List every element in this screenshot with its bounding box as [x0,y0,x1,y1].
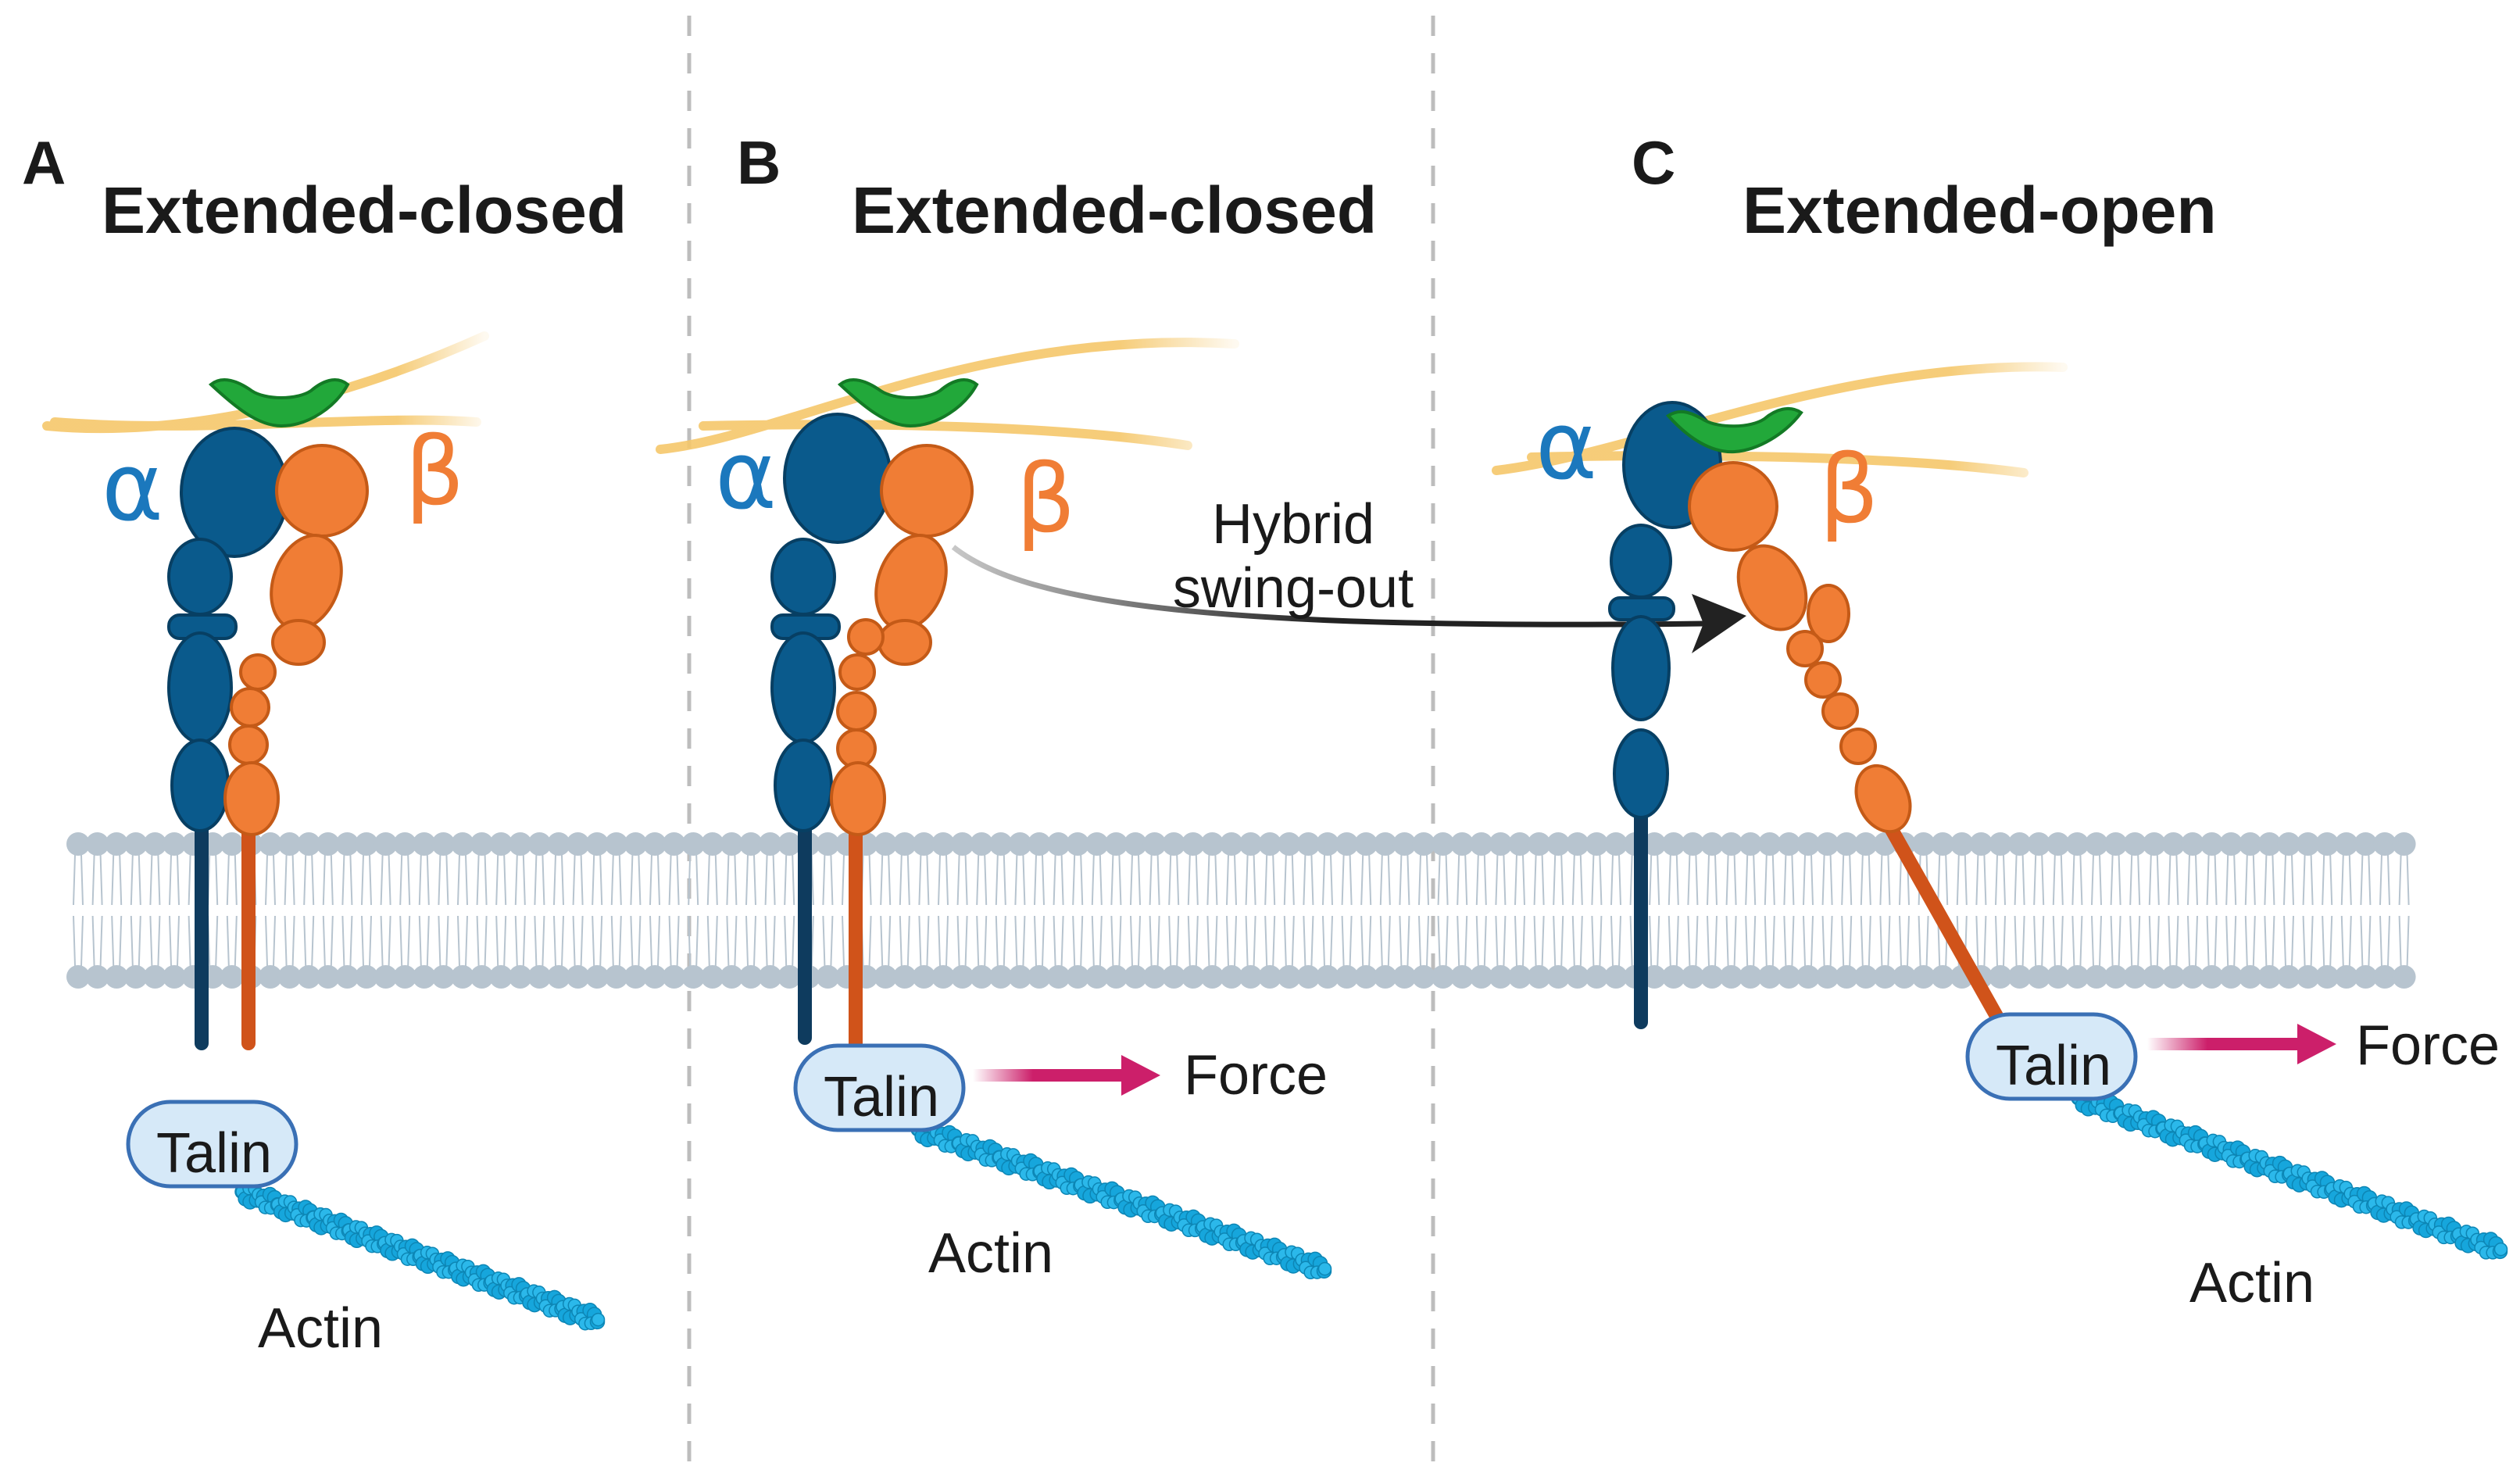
force-label: Force [2356,1014,2500,1077]
talin-box [1965,1012,2138,1101]
transition-label-line2: swing-out [1173,557,1414,620]
force-arrow-shaft [2147,1038,2319,1050]
ligand [837,378,979,428]
ecm-fiber [656,338,1239,454]
panel-title: Extended-closed [102,173,627,247]
panel-b: B Extended-closed α β Talin [656,128,1377,1285]
hybrid-swing-out-arrow [951,545,1704,628]
actin-filament [234,1181,606,1331]
panel-letter: B [737,128,781,197]
panel-letter: C [1632,128,1675,197]
beta-label: β [405,418,465,527]
actin-label: Actin [258,1297,383,1360]
beta-subunit [1688,461,2003,1023]
talin-box [126,1100,298,1189]
talin-label: Talin [156,1122,272,1185]
talin-label: Talin [1996,1035,2111,1097]
panel-a: A Extended-closed α β [22,128,627,1360]
force-arrowhead [1121,1055,1160,1096]
actin-filament [910,1119,1332,1280]
actin-filament [2071,1088,2508,1260]
actin-label: Actin [2189,1252,2314,1314]
force-label: Force [1184,1044,1328,1107]
beta-subunit [223,444,369,1050]
beta-subunit [830,444,974,1050]
alpha-label: α [1535,392,1597,501]
ecm-fiber [1492,362,2068,477]
panel-letter: A [22,128,66,197]
beta-label: β [1016,445,1076,554]
alpha-label: α [102,434,163,542]
transition-label-line1: Hybrid [1212,493,1374,556]
talin-box [793,1043,966,1132]
alpha-subunit [1608,401,1722,1029]
alpha-subunit [770,413,892,1045]
ligand [208,378,350,428]
force-arrowhead [2297,1024,2336,1064]
alpha-label: α [715,422,777,531]
talin-label: Talin [824,1066,939,1128]
ligand [1665,406,1803,454]
force-arrow-shaft [973,1069,1145,1082]
lipid-bilayer-membrane [66,832,2416,989]
hybrid-swing-out-arrowhead [1692,594,1746,653]
actin-label: Actin [928,1222,1053,1285]
panel-c: C Extended-open α β Talin [1492,128,2508,1314]
panel-title: Extended-closed [852,173,1377,247]
alpha-subunit [167,427,289,1050]
panel-title: Extended-open [1743,173,2217,247]
beta-label: β [1819,436,1879,545]
